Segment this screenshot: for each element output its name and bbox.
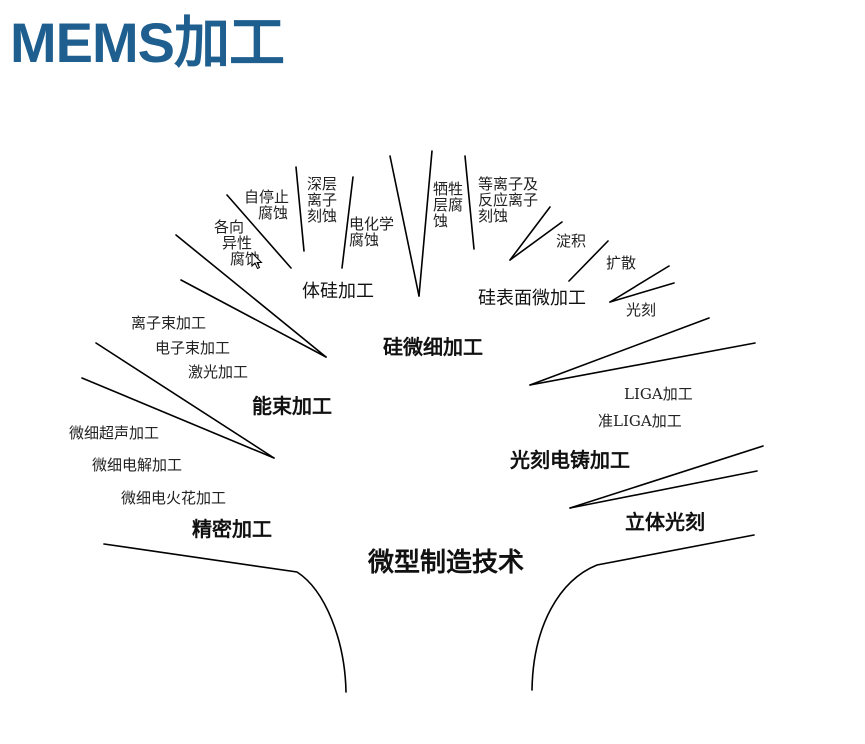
trunk-left — [103, 543, 347, 693]
branch-bulk-3 — [341, 176, 354, 269]
surface-item-1: 牺牲 层腐 蚀 — [433, 180, 464, 230]
branch-precision-1 — [95, 342, 275, 459]
beam-item-2: 电子束加工 — [155, 339, 231, 357]
branch-bulk-1 — [226, 194, 292, 269]
surface-item-3: 淀积 — [556, 232, 587, 250]
bulk-item-3: 深层 离子 刻蚀 — [307, 175, 338, 225]
branch-stereo-1 — [569, 445, 764, 509]
surface-item-5: 光刻 — [626, 301, 657, 319]
beam-item-3: 激光加工 — [188, 363, 249, 381]
surface-label: 硅表面微加工 — [478, 288, 586, 309]
beam-label: 能束加工 — [252, 394, 332, 418]
branch-silicon-1 — [389, 155, 420, 297]
precision-label: 精密加工 — [192, 517, 272, 541]
branch-liga-2 — [529, 342, 756, 386]
stereo-label: 立体光刻 — [625, 510, 705, 534]
branch-surface-2 — [509, 206, 551, 261]
surface-item-4: 扩散 — [606, 254, 637, 272]
root-label: 微型制造技术 — [368, 548, 525, 578]
branch-liga-1 — [529, 317, 710, 386]
branch-surface-4 — [568, 240, 609, 282]
bulk-label: 体硅加工 — [302, 281, 374, 302]
branch-surface-5 — [609, 265, 670, 303]
branch-beam-2 — [180, 279, 327, 358]
precision-item-3: 微细电火花加工 — [121, 489, 227, 507]
branch-bulk-2 — [295, 166, 305, 252]
liga-label: 光刻电铸加工 — [510, 448, 630, 472]
beam-item-1: 离子束加工 — [131, 314, 207, 332]
branch-stereo-2 — [569, 470, 758, 509]
bulk-item-2: 自停止 腐蚀 — [244, 188, 290, 222]
branch-surface-1 — [464, 155, 475, 250]
liga-item-2: 准LIGA加工 — [598, 412, 682, 430]
liga-item-1: LIGA加工 — [624, 385, 693, 403]
precision-item-1: 微细超声加工 — [69, 424, 160, 442]
mouse-cursor-icon — [251, 252, 263, 270]
branch-surface-3 — [509, 221, 563, 261]
trunk-right — [531, 534, 755, 691]
slide-title: MEMS加工 — [10, 11, 285, 74]
bulk-item-4: 电化学 腐蚀 — [349, 215, 395, 249]
surface-item-2: 等离子及 反应离子 刻蚀 — [478, 175, 539, 225]
branch-surface-6 — [609, 282, 675, 303]
silicon-label: 硅微细加工 — [383, 335, 483, 359]
branch-beam-1 — [175, 234, 327, 358]
branch-precision-2 — [81, 377, 275, 459]
branch-silicon-2 — [418, 150, 433, 297]
precision-item-2: 微细电解加工 — [92, 456, 183, 474]
